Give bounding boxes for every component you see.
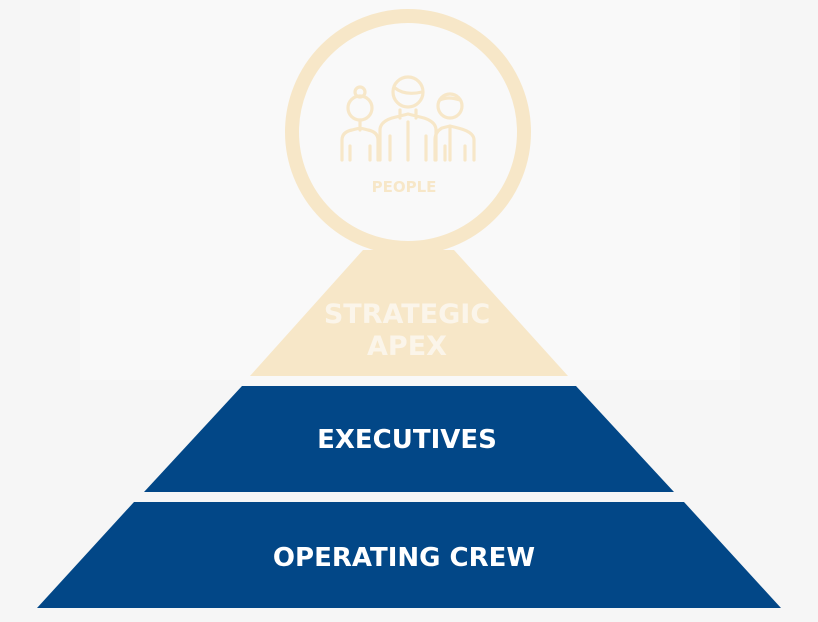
executives-tier bbox=[144, 386, 674, 492]
strategic-apex-label-line1: STRATEGIC bbox=[324, 299, 490, 330]
strategic-apex-tier bbox=[250, 250, 568, 376]
people-group-icon bbox=[340, 75, 476, 162]
executives-label: EXECUTIVES bbox=[317, 425, 497, 455]
operating-crew-tier bbox=[37, 502, 781, 608]
operating-crew-label: OPERATING CREW bbox=[273, 543, 535, 573]
strategic-apex-label-line2: APEX bbox=[367, 331, 447, 362]
people-label: PEOPLE bbox=[372, 178, 437, 196]
